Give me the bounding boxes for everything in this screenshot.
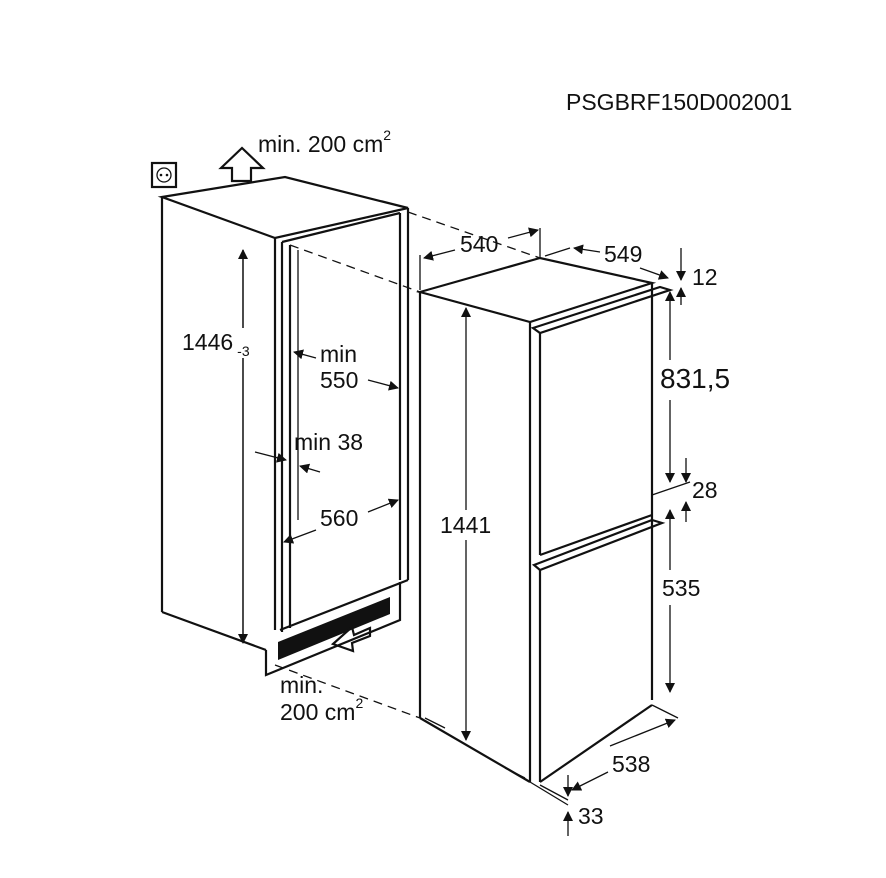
bottom-vent-label-2: 200 cm2 <box>280 695 363 725</box>
top-vent-label: min. 200 cm2 <box>258 127 391 157</box>
appliance-height-label: 1441 <box>440 512 491 538</box>
model-code: PSGBRF150D002001 <box>566 89 792 115</box>
niche-width-label: 560 <box>320 505 358 531</box>
bottom-vent-label-1: min. <box>280 672 323 698</box>
refrigerator <box>415 256 674 783</box>
door-gap-label: 28 <box>692 477 718 503</box>
door-width-label: 538 <box>612 751 650 777</box>
bottom-vent-grille <box>278 597 390 660</box>
niche-depth-label-1: min <box>320 341 357 367</box>
niche-depth-label-2: 550 <box>320 367 358 393</box>
lower-door-label: 535 <box>662 575 700 601</box>
cabinet-niche <box>157 175 541 719</box>
niche-height-label: 1446-3 <box>182 329 250 359</box>
bottom-airflow-arrow-icon <box>330 624 372 653</box>
top-gap-label: 12 <box>692 264 718 290</box>
airflow-arrow-icon <box>218 146 266 183</box>
side-gap-label: min 38 <box>294 429 363 455</box>
appliance-width-label: 540 <box>460 231 498 257</box>
power-socket-icon <box>150 161 178 189</box>
appliance-depth-label: 549 <box>604 241 642 267</box>
upper-door-label: 831,5 <box>660 363 730 394</box>
bottom-gap-label: 33 <box>578 803 604 829</box>
